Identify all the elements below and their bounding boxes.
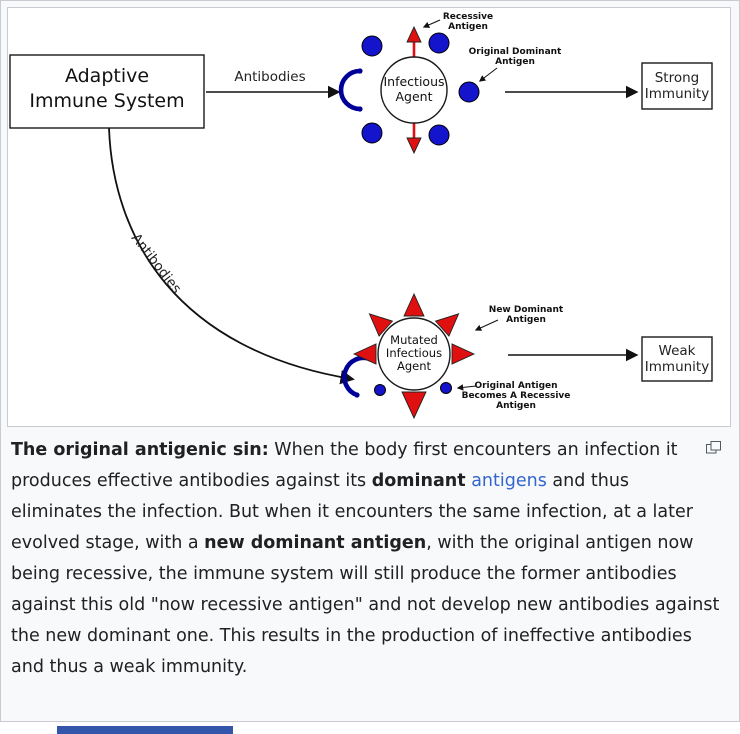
- caption-segment-1: When the body first encounters an infect…: [11, 440, 678, 491]
- antibodies-arrow-curve: Antibodies: [108, 127, 373, 398]
- antibodies-arrow-top: Antibodies: [206, 68, 363, 112]
- antibodies-label-top: Antibodies: [234, 69, 305, 85]
- infectious-agent-line2: Agent: [396, 89, 433, 104]
- blue-antigen: [428, 124, 450, 146]
- mutated-infectious-agent: Mutated Infectious Agent: [352, 292, 476, 420]
- antigens-link[interactable]: antigens: [471, 471, 547, 491]
- caption-bold-new-dominant: new dominant antigen: [204, 533, 427, 553]
- strong-immunity-line1: Strong: [655, 70, 700, 86]
- infectious-agent-line1: Infectious: [383, 74, 444, 89]
- antibodies-label-curve: Antibodies: [128, 231, 185, 297]
- caption-text: The original antigenic sin: When the bod…: [11, 440, 719, 677]
- new-dominant-antigen-label: New Dominant Antigen: [474, 305, 564, 331]
- strong-immunity-box: Strong Immunity: [641, 62, 713, 110]
- svg-text:Antigen: Antigen: [506, 315, 546, 325]
- blue-antigen: [428, 32, 450, 54]
- original-antigenic-sin-diagram: Adaptive Immune System Antibodies: [9, 12, 713, 420]
- caption-bold-dominant: dominant: [371, 471, 466, 491]
- weak-immunity-line2: Immunity: [645, 359, 709, 375]
- weak-immunity-box: Weak Immunity: [641, 336, 713, 382]
- caption-lead: The original antigenic sin:: [11, 440, 269, 460]
- svg-text:New Dominant: New Dominant: [489, 305, 564, 315]
- mutated-agent-line2: Infectious: [386, 346, 442, 360]
- original-antigen-recessive-label: Original Antigen Becomes A Recessive Ant…: [456, 381, 571, 411]
- antibody-symbol-bottom: [342, 355, 373, 398]
- red-antigen: [451, 343, 476, 365]
- small-blue-antigen: [374, 384, 386, 396]
- blue-antigen: [361, 35, 383, 57]
- mutated-agent-line1: Mutated: [390, 333, 438, 347]
- red-recessive-antigen-up: [406, 25, 422, 43]
- caption-segment-3: , with the original antigen now being re…: [11, 533, 720, 677]
- svg-text:Original Dominant: Original Dominant: [469, 47, 562, 57]
- svg-text:Antigen: Antigen: [496, 401, 536, 411]
- svg-text:Antigen: Antigen: [448, 22, 488, 32]
- red-recessive-antigen-down: [406, 137, 422, 155]
- adaptive-box-line2: Immune System: [29, 90, 184, 112]
- diagram-image[interactable]: Adaptive Immune System Antibodies: [7, 7, 731, 427]
- adaptive-immune-system-box: Adaptive Immune System: [9, 54, 205, 129]
- red-antigen: [352, 343, 377, 365]
- figure-caption: The original antigenic sin: When the bod…: [7, 427, 733, 683]
- red-antigen-new-dominant: [434, 313, 460, 337]
- red-antigen: [368, 313, 394, 337]
- caption-segment-2: and thus eliminates the infection. But w…: [11, 471, 693, 553]
- adaptive-box-line1: Adaptive: [65, 65, 149, 87]
- blue-antigen-dominant: [458, 81, 480, 103]
- blue-antigen: [361, 122, 383, 144]
- antibody-symbol-top: [338, 68, 363, 112]
- svg-text:Original Antigen: Original Antigen: [474, 381, 557, 391]
- svg-text:Antigen: Antigen: [495, 57, 535, 67]
- original-dominant-antigen-label: Original Dominant Antigen: [469, 47, 562, 82]
- partial-element-below: [57, 726, 233, 734]
- svg-text:Becomes A Recessive: Becomes A Recessive: [462, 391, 571, 401]
- mutated-agent-line3: Agent: [397, 359, 432, 373]
- red-antigen: [401, 391, 427, 420]
- magnify-expand-icon-svg: [706, 441, 721, 454]
- infectious-agent: Infectious Agent: [361, 25, 480, 155]
- magnify-icon[interactable]: [706, 441, 721, 454]
- svg-text:Recessive: Recessive: [443, 12, 493, 22]
- strong-immunity-line2: Immunity: [645, 86, 709, 102]
- small-blue-antigen-recessive: [440, 382, 452, 394]
- red-antigen: [403, 292, 425, 317]
- recessive-antigen-label: Recessive Antigen: [422, 12, 493, 32]
- weak-immunity-line1: Weak: [659, 343, 696, 359]
